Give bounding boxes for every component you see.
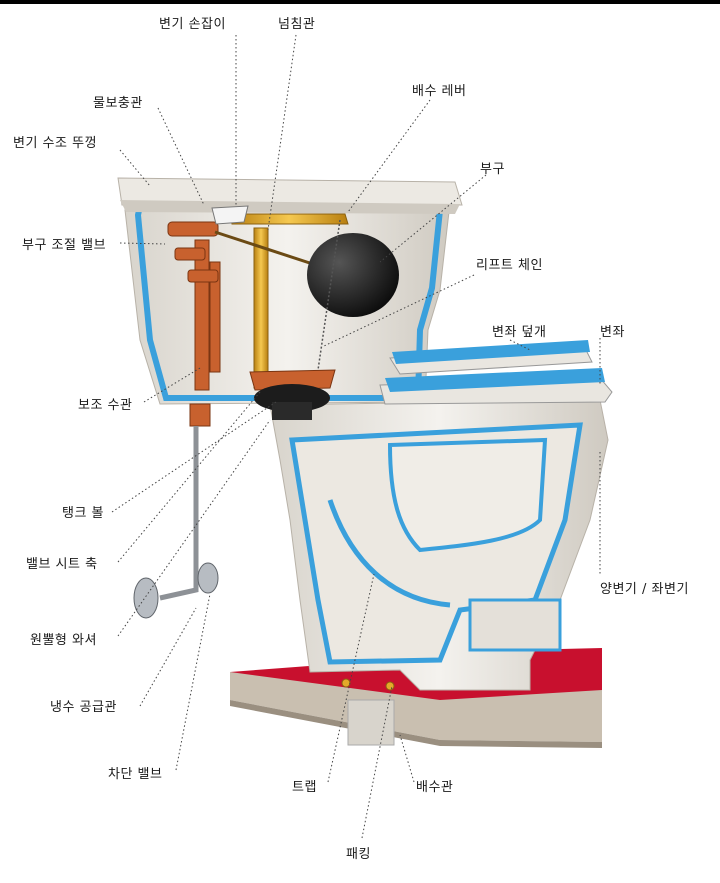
label-tank-lid: 변기 수조 뚜껑 [13,136,98,151]
tank-lid [117,177,463,214]
float-ball [214,230,399,317]
lift-chain [317,219,341,371]
supply-assembly [133,403,219,619]
label-shutoff-valve: 차단 밸브 [108,767,163,782]
seat-assembly [379,340,613,405]
label-float: 부구 [480,162,505,177]
flush-handle [211,205,249,225]
label-flush-lever: 배수 레버 [412,84,467,99]
leader-lines [111,34,601,839]
label-drain-pipe: 배수관 [416,780,454,795]
label-cold-supply: 냉수 공급관 [50,700,117,715]
label-bowl: 양변기 / 좌변기 [600,582,689,597]
bowl [269,399,609,691]
label-aux-pipe: 보조 수관 [78,398,133,413]
label-seat-cover: 변좌 덮개 [492,325,547,340]
label-tank-ball: 탱크 볼 [62,506,105,521]
label-gasket: 패킹 [346,847,371,862]
label-float-valve: 부구 조절 밸브 [22,238,107,253]
label-cone-washer: 원뿔형 와셔 [30,633,97,648]
label-seat: 변좌 [600,325,625,340]
overflow-tube [229,213,349,389]
tank-ball-assembly [249,369,336,420]
drain-pipe [347,699,395,746]
label-overflow-tube: 넘침관 [278,17,316,32]
label-valve-seat-shaft: 밸브 시트 축 [26,557,98,572]
label-flush-handle: 변기 손잡이 [159,17,226,32]
label-lift-chain: 리프트 체인 [476,258,543,273]
float-valve [167,221,221,391]
label-trap: 트랩 [292,780,317,795]
top-border [0,0,720,4]
label-refill-tube: 물보충관 [93,96,143,111]
